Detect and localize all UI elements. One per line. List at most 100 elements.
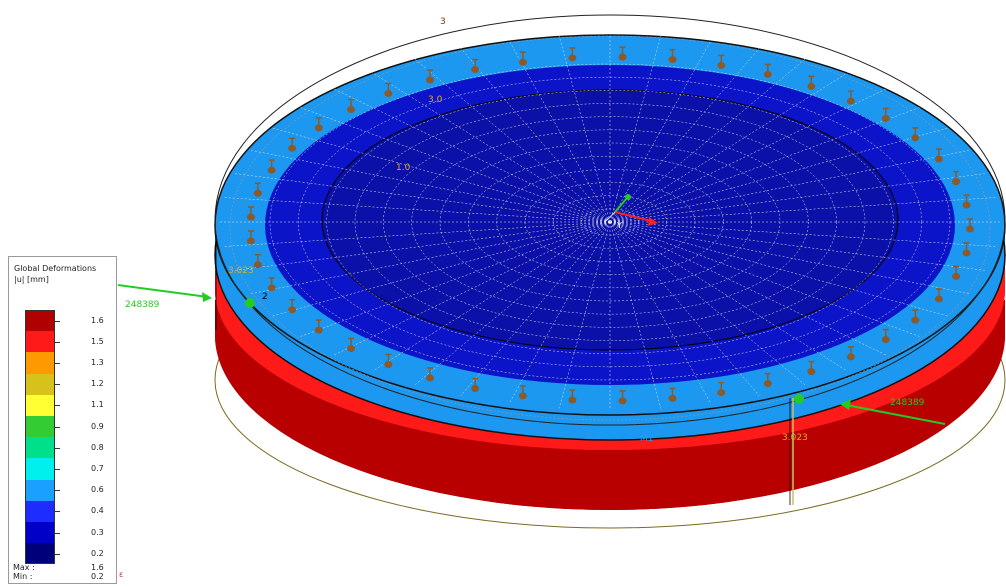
load-value-left: 248389 [125,300,160,310]
support-icon [314,319,323,334]
legend-value: 1.5 [91,336,104,346]
mesh-grid [220,34,1000,410]
mesh-spoke [558,35,611,223]
legend-value: 0.8 [91,442,104,452]
support-icon [347,98,356,114]
support-icon [314,117,323,132]
mesh-spoke [609,221,971,295]
support-icon [426,69,434,84]
legend-value: 0.7 [91,464,104,473]
mesh-spoke [609,221,948,317]
mesh-spoke [508,40,611,223]
mesh-spoke [249,149,611,223]
mesh-spoke [609,221,712,404]
support-icon [618,46,627,61]
legend-value: 0.6 [91,485,104,495]
node-left[interactable] [245,298,255,308]
support-icon [668,48,677,64]
support-icon [717,381,726,397]
legend-max-label: Max : [13,563,35,572]
support-icon [618,390,627,405]
support-icon [518,385,527,400]
mesh-spoke [609,88,886,223]
support-icon [717,54,726,69]
legend-swatch [25,479,55,501]
mesh-spoke [609,221,987,271]
axis-label: Y [616,221,622,230]
supports [246,46,974,405]
legend-tick [55,384,60,386]
legend-value: 0.3 [91,527,104,537]
mesh-spoke [609,221,886,356]
mesh-spoke [272,221,611,317]
support-icon [267,159,276,174]
mesh-spoke [372,72,611,223]
mesh-spoke [609,72,848,223]
support-icon [246,206,255,221]
support-icon [911,127,920,142]
dim-value-left: 3.023 [228,266,254,276]
support-icon [471,58,480,74]
legend-swatch [25,500,55,522]
support-icon [384,353,393,369]
legend-value: 0.4 [91,506,104,516]
legend-swatch [25,331,55,353]
mesh-spoke [334,221,611,356]
mesh-spoke [334,88,611,223]
support-icon [962,194,971,209]
support-icon [911,309,920,324]
legend-swatch [25,521,55,544]
legend-tick [55,405,60,407]
support-icon [934,288,943,303]
legend-tick [55,447,60,449]
legend-tick [55,532,60,534]
support-icon [881,107,890,122]
legend-min-label: Min : [13,572,33,581]
legend-max-value: 1.6 [91,563,104,572]
legend-tick [55,341,60,343]
mesh-ring [354,103,866,341]
legend-swatch [25,543,55,565]
mesh-spoke [609,149,971,223]
support-icon [288,298,297,314]
mesh-spoke [609,197,997,223]
support-icon [952,265,961,280]
mesh-spoke [609,221,920,337]
legend-swatch [25,373,55,395]
support-icon [846,346,855,361]
support-icon [246,230,255,245]
node-right[interactable] [794,394,804,404]
support-icon [267,277,276,292]
legend-swatch [25,352,55,374]
legend-value: 1.2 [91,379,104,389]
legend-value: 0.9 [91,421,104,431]
mesh-spoke [508,221,611,404]
mesh-spoke [233,221,611,271]
legend-value: 0.2 [91,548,104,558]
mesh-spoke [609,173,987,223]
mesh-spoke [223,197,611,223]
support-icon [384,82,393,97]
load-arrow-left [117,284,212,302]
support-icon [962,242,971,257]
legend-swatch [25,415,55,438]
mesh-spoke [300,221,611,337]
support-icon [763,63,772,78]
mesh-spoke [300,107,611,223]
legend-swatch [25,458,55,480]
support-icon [347,337,356,352]
legend-swatch [25,437,55,459]
load-arrow-right [840,399,946,425]
axis-triad-icon [604,194,658,226]
legend-swatch [25,394,55,416]
mesh-spoke [609,221,997,247]
support-icon [807,75,816,90]
support-icon [881,328,890,344]
support-icon [934,148,943,163]
legend-tick [55,553,60,555]
mesh-ring [411,129,809,315]
support-icon [253,254,262,269]
